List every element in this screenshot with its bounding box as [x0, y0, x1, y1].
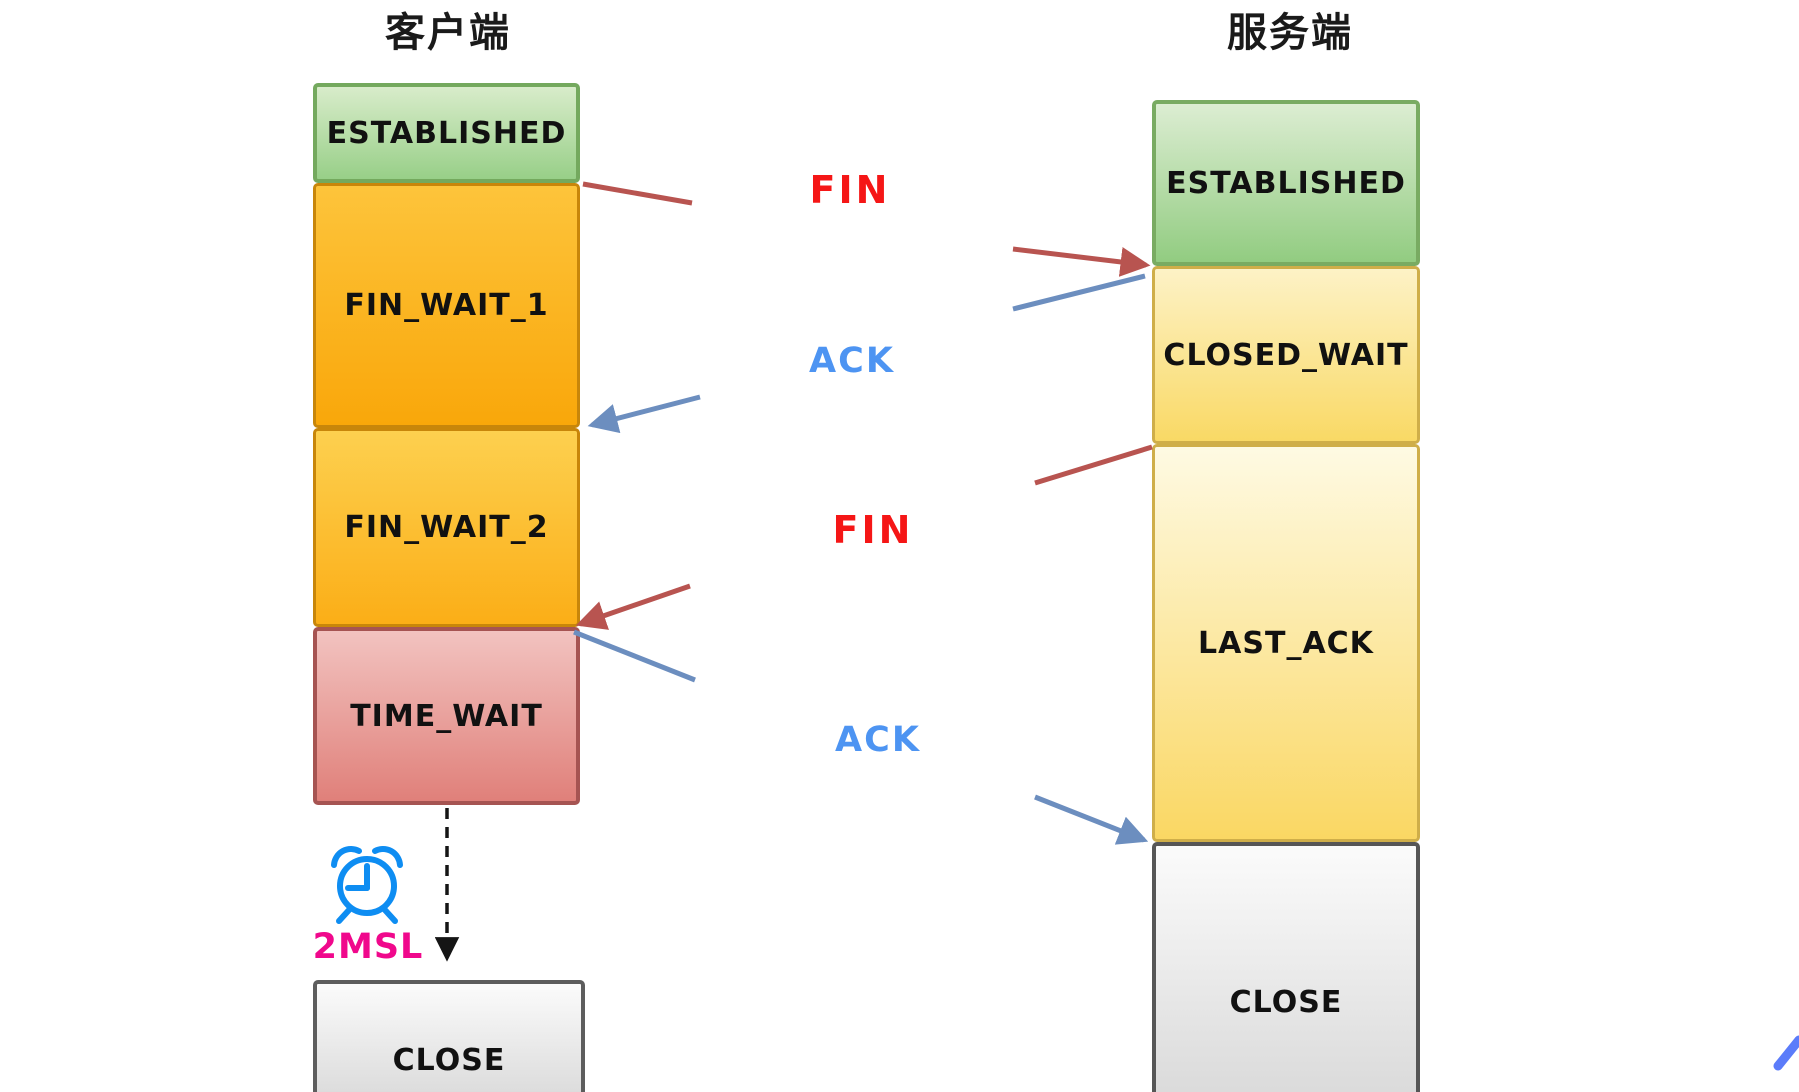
client-state-fin-wait-2: FIN_WAIT_2 [313, 428, 580, 627]
alarm-clock-icon [331, 846, 403, 924]
client-state-fin-wait-1: FIN_WAIT_1 [313, 183, 580, 428]
ack-2-label: ACK [835, 720, 921, 760]
server-column-title: 服务端 [1227, 10, 1353, 56]
server-state-close: CLOSE [1152, 842, 1420, 1092]
fin-2-label: FIN [832, 508, 914, 552]
fin-1-label: FIN [809, 168, 891, 212]
client-column-title: 客户端 [385, 10, 511, 56]
server-state-established: ESTABLISHED [1152, 100, 1420, 266]
ack-1-label: ACK [809, 341, 895, 381]
client-state-close: CLOSE [313, 980, 585, 1092]
timer-2msl-label: 2MSL [312, 927, 424, 967]
server-state-closed-wait: CLOSED_WAIT [1152, 266, 1420, 444]
corner-stroke-artifact [1773, 1035, 1799, 1071]
server-state-last-ack: LAST_ACK [1152, 444, 1420, 842]
client-state-time-wait: TIME_WAIT [313, 627, 580, 805]
client-state-established: ESTABLISHED [313, 83, 580, 183]
